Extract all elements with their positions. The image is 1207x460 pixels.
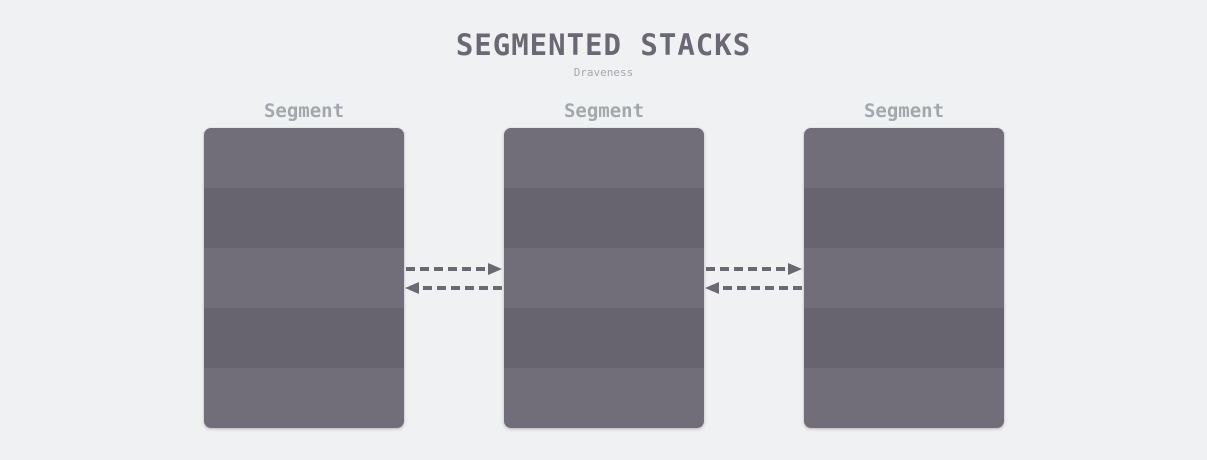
forward-arrowhead-1	[488, 263, 502, 275]
stack-frame	[804, 188, 1004, 248]
stack-frame	[504, 368, 704, 428]
stack-frame	[204, 368, 404, 428]
stack-frame	[504, 308, 704, 368]
stack-frame	[204, 248, 404, 308]
segment-1	[204, 128, 404, 428]
forward-arrowhead-2	[788, 263, 802, 275]
stack-frame	[804, 128, 1004, 188]
stack-frame	[204, 188, 404, 248]
backward-arrowhead-2	[705, 282, 719, 294]
stack-frame	[804, 368, 1004, 428]
segment-label-2: Segment	[563, 100, 645, 122]
diagram-author: Draveness	[573, 66, 634, 79]
backward-arrowhead-1	[405, 282, 419, 294]
stack-frame	[504, 128, 704, 188]
stack-frame	[804, 308, 1004, 368]
stack-frame	[504, 248, 704, 308]
segment-label-3: Segment	[863, 100, 945, 122]
stack-frame	[204, 308, 404, 368]
diagram-title: SEGMENTED STACKS	[455, 28, 752, 62]
stack-frame	[804, 248, 1004, 308]
segment-label-1: Segment	[263, 100, 345, 122]
segment-2	[504, 128, 704, 428]
stack-frame	[204, 128, 404, 188]
segment-3	[804, 128, 1004, 428]
stack-frame	[504, 188, 704, 248]
